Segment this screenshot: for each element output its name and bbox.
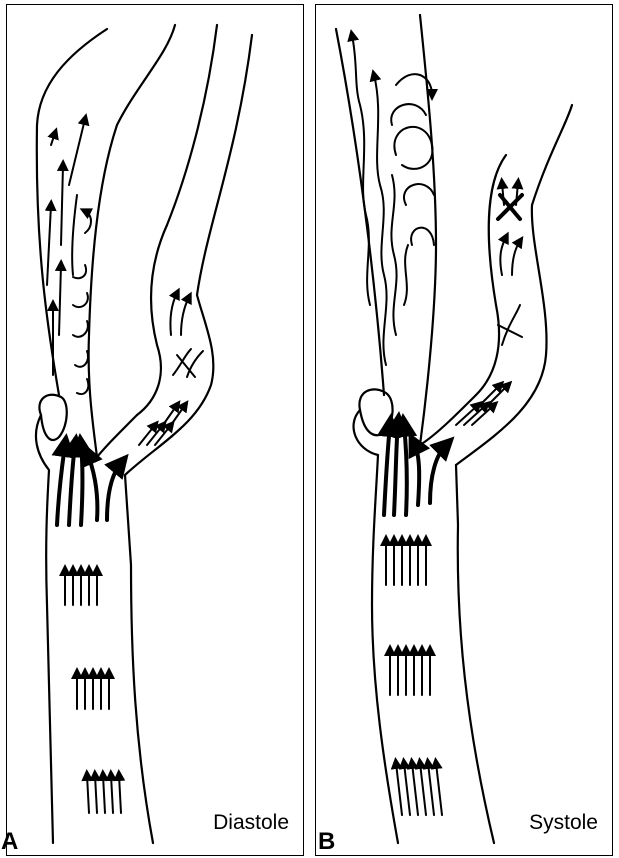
- internal-carotid-turbulent-flow: [352, 35, 434, 365]
- internal-carotid-right-wall: [89, 25, 175, 457]
- external-carotid-right-wall: [456, 105, 572, 465]
- laminar-flow-arrows-2: [390, 650, 430, 695]
- internal-carotid-flow: [47, 119, 91, 394]
- diastole-flow-diagram: [7, 5, 303, 855]
- laminar-flow-arrows-3: [87, 775, 121, 813]
- bifurcation-apex: [420, 395, 476, 445]
- diastole-label: Diastole: [213, 811, 289, 835]
- laminar-flow-arrows-2: [77, 673, 109, 709]
- bifurcation-apex: [97, 415, 137, 457]
- panel-b-systole: Systole: [315, 4, 613, 856]
- common-carotid-right-wall: [456, 465, 494, 843]
- panel-a-diastole: Diastole: [6, 4, 304, 856]
- common-carotid-right-wall: [125, 475, 153, 843]
- laminar-flow-arrows-1: [65, 570, 97, 605]
- laminar-flow-arrows-3: [396, 763, 442, 815]
- panel-b-letter: B: [318, 828, 335, 856]
- laminar-flow-arrows-1: [386, 540, 426, 585]
- systole-flow-diagram: [316, 5, 612, 855]
- bifurcation-streamlines: [384, 423, 446, 515]
- systole-label: Systole: [529, 811, 598, 835]
- bulb-outpouching: [359, 389, 392, 435]
- common-carotid-left-wall: [354, 410, 398, 843]
- internal-carotid-left-wall: [37, 29, 107, 395]
- panel-a-letter: A: [1, 828, 18, 856]
- bifurcation-streamlines: [57, 445, 121, 525]
- bulb-outpouching: [39, 395, 66, 440]
- external-carotid-flow: [139, 293, 203, 445]
- common-carotid-left-wall: [36, 415, 53, 843]
